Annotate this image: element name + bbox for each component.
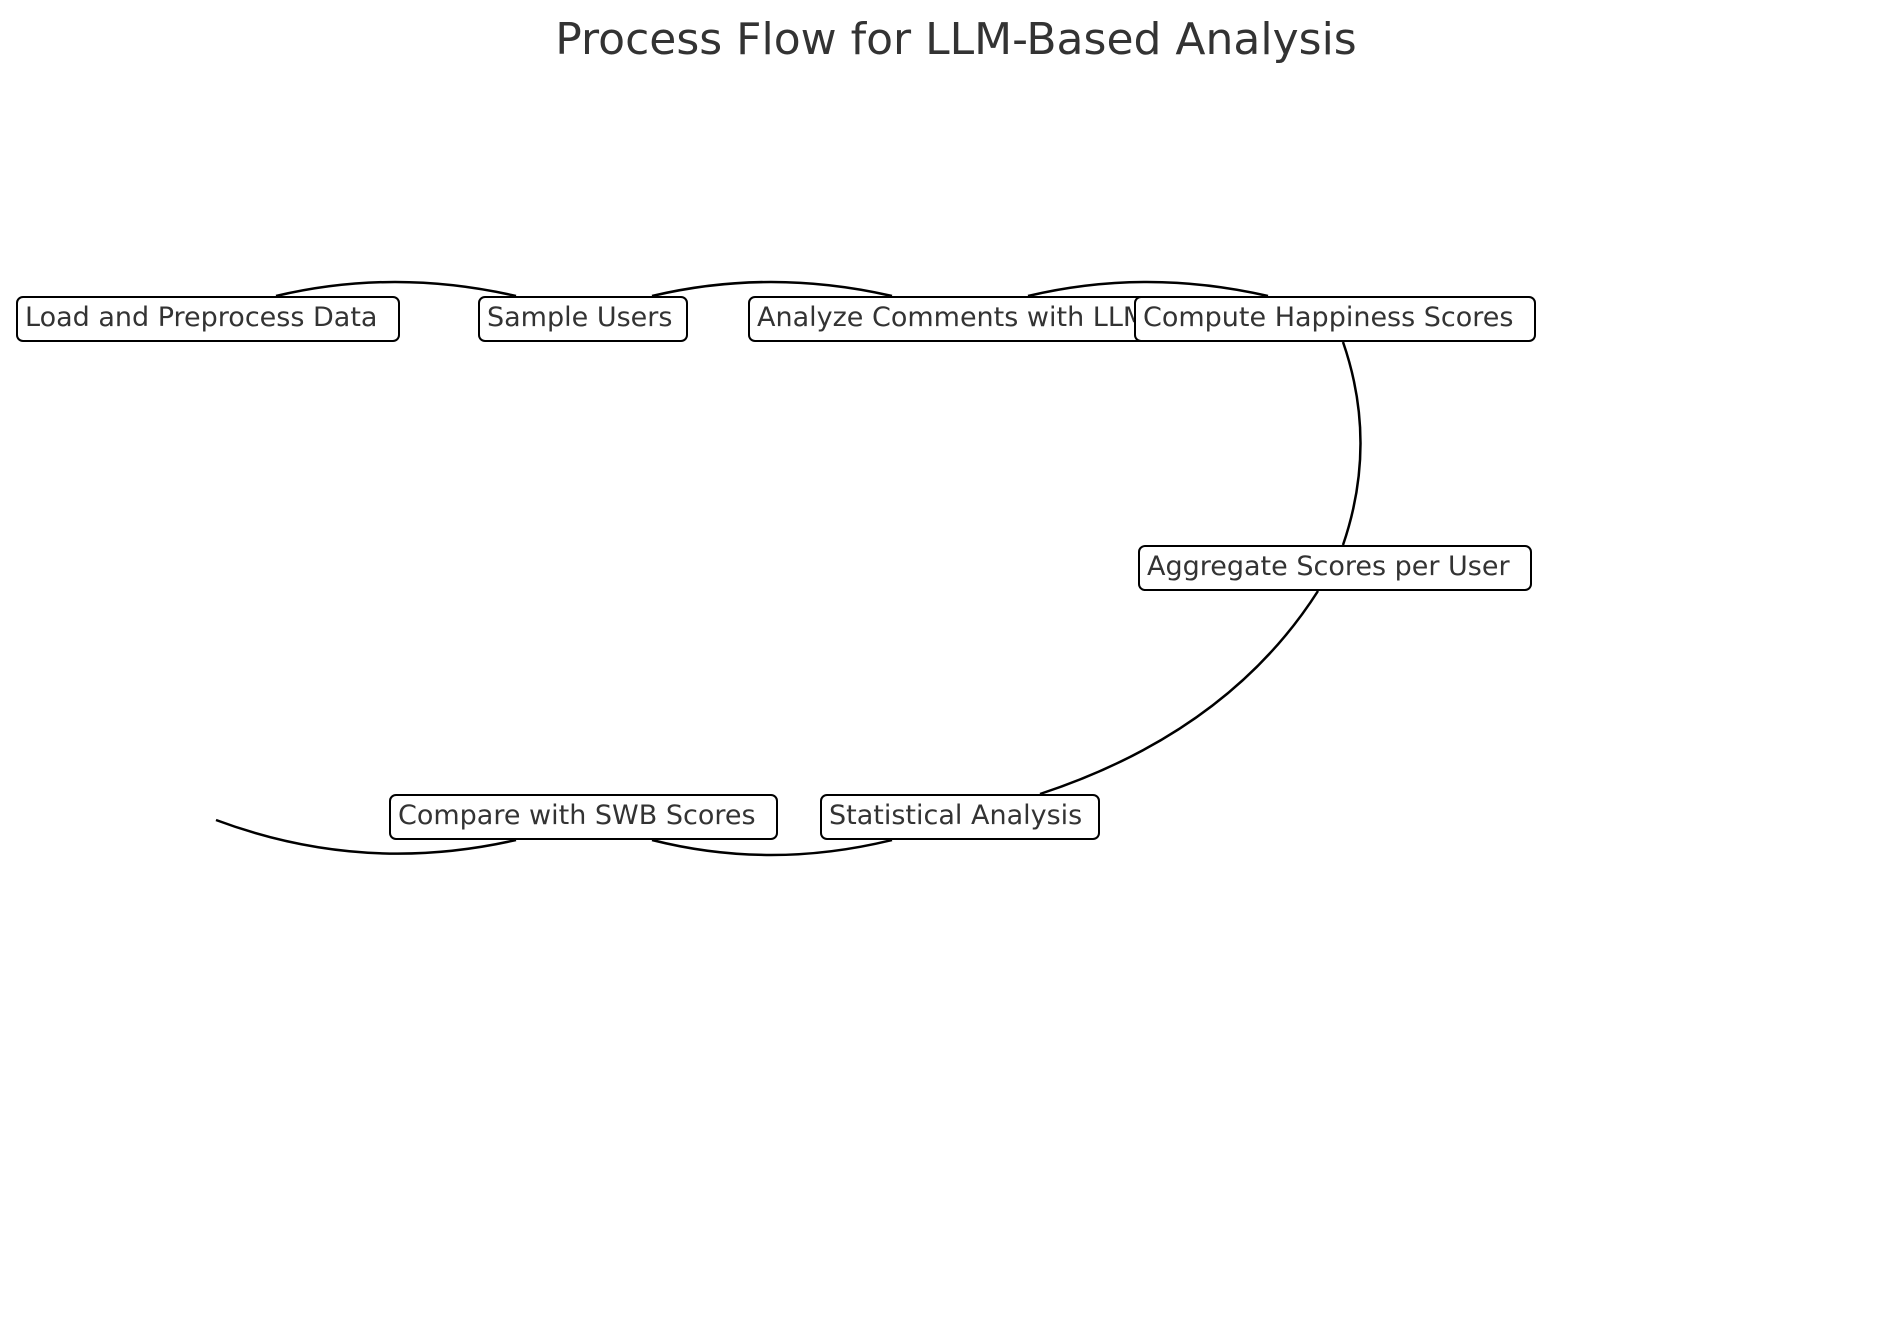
connector-load-to-sample (275, 280, 517, 298)
connector-compare-to-end (215, 818, 517, 855)
step-analyze-comments-with-llm: Analyze Comments with LLM (748, 296, 1148, 342)
step-statistical-analysis: Statistical Analysis (820, 794, 1100, 840)
step-compare-with-swb-scores: Compare with SWB Scores (389, 794, 778, 840)
connector-compute-to-aggregate (1341, 341, 1362, 546)
step-compute-happiness-scores: Compute Happiness Scores (1134, 296, 1536, 342)
connector-sample-to-analyze (651, 280, 893, 298)
step-sample-users: Sample Users (478, 296, 688, 342)
connector-aggregate-to-statistical (1039, 590, 1320, 796)
step-load-and-preprocess-data: Load and Preprocess Data (16, 296, 400, 342)
diagram-title: Process Flow for LLM-Based Analysis (555, 14, 1357, 65)
connector-analyze-to-compute (1027, 280, 1269, 298)
step-aggregate-scores-per-user: Aggregate Scores per User (1138, 545, 1532, 591)
connector-statistical-to-compare (651, 838, 893, 857)
